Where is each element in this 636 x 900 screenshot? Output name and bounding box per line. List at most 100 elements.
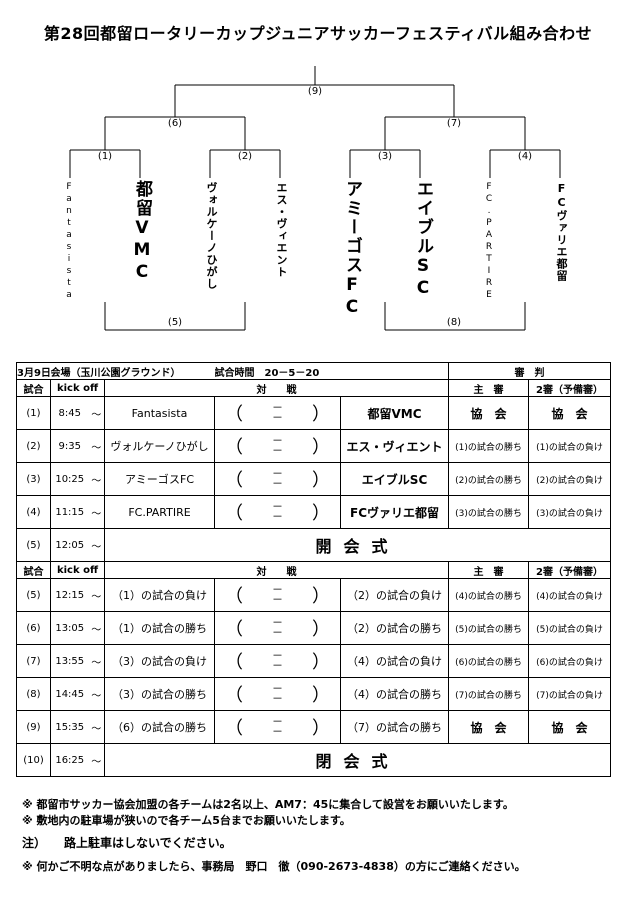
- tilde: ～: [88, 578, 105, 612]
- score-box: （－ －）: [214, 677, 342, 711]
- kickoff-header: kick off: [50, 379, 105, 397]
- opening-ceremony: 開会式: [103, 528, 612, 562]
- score-box: （－ －）: [214, 396, 342, 430]
- second-referee: 協 会: [528, 396, 612, 430]
- chief-referee: (5)の試合の勝ち: [448, 611, 530, 645]
- team-home: （1）の試合の負け: [103, 578, 216, 612]
- score-box: （－ －）: [214, 429, 342, 463]
- match-number: (5): [16, 578, 51, 612]
- score-separator: － －: [272, 682, 284, 705]
- team-away: エス・ヴィエント: [340, 429, 450, 463]
- score-close: ）: [312, 685, 331, 706]
- match-number: (6): [16, 611, 51, 645]
- chief-referee: (3)の試合の勝ち: [448, 495, 530, 529]
- note-setup: ※ 都留市サッカー協会加盟の各チームは2名以上、AM7：45に集合して設営をお願…: [22, 798, 514, 811]
- second-referee-header: 2審（予備審）: [528, 379, 612, 397]
- second-referee: (6)の試合の負け: [528, 644, 612, 678]
- info-row: 3月9日 会場（玉川公園グラウンド） 試合時間 20－5－20 審 判: [16, 362, 612, 380]
- opening-ceremony-row: (5) 12:05 ～ 開会式: [16, 528, 612, 562]
- kickoff-time: 13:05: [50, 611, 89, 645]
- chief-referee: 協 会: [448, 396, 530, 430]
- chief-referee-header: 主 審: [448, 561, 530, 579]
- score-box: （－ －）: [214, 495, 342, 529]
- bracket-label-match-1: (1): [97, 151, 113, 162]
- note-no-street-parking: 注） 路上駐車はしないでください。: [22, 836, 232, 850]
- tilde: ～: [88, 644, 105, 678]
- second-referee: 協 会: [528, 710, 612, 744]
- score-close: ）: [312, 404, 331, 425]
- tilde: ～: [88, 429, 105, 463]
- team-away: 都留VMC: [340, 396, 450, 430]
- score-separator: － －: [272, 500, 284, 523]
- second-referee: (3)の試合の負け: [528, 495, 612, 529]
- match-number: (7): [16, 644, 51, 678]
- score-close: ）: [312, 652, 331, 673]
- score-open: （: [225, 718, 244, 739]
- score-box: （－ －）: [214, 462, 342, 496]
- second-referee: (2)の試合の負け: [528, 462, 612, 496]
- match-number: (1): [16, 396, 51, 430]
- tilde: ～: [88, 462, 105, 496]
- header-row: 試合 kick off 対 戦 主 審 2審（予備審）: [16, 379, 612, 397]
- score-close: ）: [312, 470, 331, 491]
- bracket-team-fantasista: Fantasista: [64, 182, 74, 302]
- match-row: (3)10:25～アミーゴスFC（－ －）エイブルSC(2)の試合の勝ち(2)の…: [16, 462, 612, 496]
- bracket-label-final: (9): [307, 86, 323, 97]
- tilde: ～: [88, 396, 105, 430]
- match-row: (6)13:05～（1）の試合の勝ち（－ －）（2）の試合の勝ち(5)の試合の勝…: [16, 611, 612, 645]
- score-separator: － －: [272, 715, 284, 738]
- match-row: (8)14:45～（3）の試合の勝ち（－ －）（4）の試合の勝ち(7)の試合の勝…: [16, 677, 612, 711]
- score-box: （－ －）: [214, 644, 342, 678]
- bracket-label-match-8: (8): [446, 317, 462, 328]
- match-number: (5): [16, 528, 51, 562]
- bracket-label-match-4: (4): [517, 151, 533, 162]
- score-close: ）: [312, 586, 331, 607]
- bracket-team-able-sc: エイブルSC: [413, 180, 433, 300]
- chief-referee: (4)の試合の勝ち: [448, 578, 530, 612]
- match-number: (9): [16, 710, 51, 744]
- match-number: (2): [16, 429, 51, 463]
- score-box: （－ －）: [214, 578, 342, 612]
- kickoff-time: 10:25: [50, 462, 89, 496]
- bracket-team-es-viento: エス・ヴィエント: [275, 182, 288, 278]
- chief-referee-header: 主 審: [448, 379, 530, 397]
- score-separator: － －: [272, 649, 284, 672]
- score-open: （: [225, 470, 244, 491]
- match-number: (10): [16, 743, 51, 777]
- team-home: アミーゴスFC: [103, 462, 216, 496]
- team-home: Fantasista: [103, 396, 216, 430]
- second-referee: (7)の試合の負け: [528, 677, 612, 711]
- score-open: （: [225, 503, 244, 524]
- score-box: （－ －）: [214, 611, 342, 645]
- bracket-team-fc-varie-tsuru: FCヴァリエ都留: [555, 182, 568, 282]
- match-number: (4): [16, 495, 51, 529]
- kickoff-time: 14:45: [50, 677, 89, 711]
- match-row: (2)9:35～ヴォルケーノひがし（－ －）エス・ヴィエント(1)の試合の勝ち(…: [16, 429, 612, 463]
- score-separator: － －: [272, 616, 284, 639]
- match-row: (4)11:15～FC.PARTIRE（－ －）FCヴァリエ都留(3)の試合の勝…: [16, 495, 612, 529]
- bracket-label-match-3: (3): [377, 151, 393, 162]
- chief-referee: (2)の試合の勝ち: [448, 462, 530, 496]
- team-home: （3）の試合の勝ち: [103, 677, 216, 711]
- team-away: （4）の試合の負け: [340, 644, 450, 678]
- note-parking: ※ 敷地内の駐車場が狭いので各チーム5台までお願いいたします。: [22, 814, 351, 827]
- closing-ceremony: 閉会式: [103, 743, 612, 777]
- tilde: ～: [88, 743, 105, 777]
- score-open: （: [225, 586, 244, 607]
- bracket-team-amigos-fc: アミーゴスFC: [342, 180, 362, 319]
- bracket-team-fc-partire: FC.PARTIRE: [484, 182, 494, 302]
- match-number: (3): [16, 462, 51, 496]
- kickoff-time: 8:45: [50, 396, 89, 430]
- kickoff-time: 13:55: [50, 644, 89, 678]
- match-row: (9)15:35～（6）の試合の勝ち（－ －）（7）の試合の勝ち協 会協 会: [16, 710, 612, 744]
- date-cell: 3月9日: [16, 362, 51, 380]
- game-time-cell: 試合時間 20－5－20: [214, 362, 450, 380]
- bracket-team-tsuru-vmc: 都留VMC: [132, 180, 152, 284]
- match-header: 試合: [16, 379, 51, 397]
- tilde: ～: [88, 611, 105, 645]
- kickoff-header: kick off: [50, 561, 105, 579]
- team-home: （1）の試合の勝ち: [103, 611, 216, 645]
- versus-header: 対 戦: [103, 561, 450, 579]
- kickoff-time: 12:05: [50, 528, 89, 562]
